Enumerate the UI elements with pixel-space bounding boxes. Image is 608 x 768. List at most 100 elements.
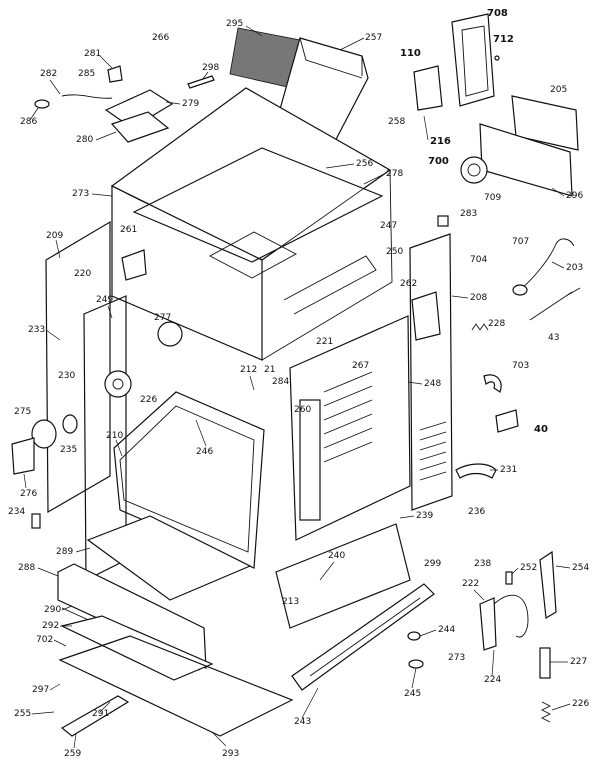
leader-254: [555, 565, 571, 569]
callout-227: 227: [570, 657, 587, 667]
callout-256: 256: [356, 159, 373, 169]
callout-712: 712: [493, 34, 514, 45]
leader-226b: [551, 703, 571, 711]
clip-703: [483, 374, 502, 393]
callout-281: 281: [84, 49, 101, 59]
callout-275: 275: [14, 407, 31, 417]
leader-259: [73, 733, 77, 749]
callout-709: 709: [484, 193, 501, 203]
callout-260: 260: [294, 405, 311, 415]
leader-255: [31, 711, 55, 715]
leader-291: [99, 701, 111, 713]
base-293: [58, 635, 294, 737]
callout-252: 252: [520, 563, 537, 573]
callout-280: 280: [76, 135, 93, 145]
leader-244: [419, 629, 437, 637]
callout-291: 291: [92, 709, 109, 719]
callout-259: 259: [64, 749, 81, 759]
left-side-panel-209: [45, 220, 111, 514]
callout-295: 295: [226, 19, 243, 29]
hinge-loop: [493, 594, 529, 638]
leader-212: [249, 375, 255, 391]
callout-220: 220: [74, 269, 91, 279]
callout-296: 296: [566, 191, 583, 201]
storage-240: [275, 523, 411, 629]
callout-40: 40: [534, 424, 548, 435]
callout-239: 239: [416, 511, 433, 521]
spring-226: [540, 701, 552, 723]
callout-243: 243: [294, 717, 311, 727]
plug-203: [512, 284, 528, 296]
callout-248: 248: [424, 379, 441, 389]
callout-245: 245: [404, 689, 421, 699]
rack-guides-267: [323, 371, 373, 463]
bracket-262: [411, 291, 441, 341]
callout-21: 21: [264, 365, 275, 375]
leader-239: [399, 515, 415, 519]
callout-110: 110: [400, 48, 421, 59]
leader-203: [551, 261, 565, 269]
hole-709: [460, 156, 488, 184]
leader-288: [37, 567, 59, 577]
callout-261: 261: [120, 225, 137, 235]
leader-243: [301, 687, 319, 719]
switch-box: [413, 65, 443, 111]
leader-208: [451, 295, 469, 299]
callout-244: 244: [438, 625, 455, 635]
callout-289: 289: [56, 547, 73, 557]
callout-234: 234: [8, 507, 25, 517]
rear-panel-205: [511, 95, 579, 151]
leader-289: [75, 547, 91, 553]
callout-286: 286: [20, 117, 37, 127]
callout-226: 226: [140, 395, 157, 405]
clip-252: [505, 571, 513, 585]
hinge-arm-254: [539, 550, 557, 619]
socket-235: [62, 414, 78, 434]
callout-labels: 295 257 708 712 281 266 298 110 282 285 …: [8, 8, 589, 759]
callout-228a: 228: [488, 319, 505, 329]
grommet-286: [34, 99, 50, 109]
rear-panel-296: [479, 123, 573, 197]
leader-297: [49, 683, 61, 691]
callout-707: 707: [512, 237, 529, 247]
callout-250: 250: [386, 247, 403, 257]
leader-290: [61, 605, 73, 611]
screw-298: [187, 75, 215, 89]
leader-257: [339, 37, 365, 51]
leader-276: [23, 473, 27, 489]
callout-209: 209: [46, 231, 63, 241]
callout-700: 700: [428, 156, 449, 167]
callout-290: 290: [44, 605, 61, 615]
clip-283: [437, 215, 449, 227]
hinge-bracket-222: [479, 597, 497, 651]
callout-299: 299: [424, 559, 441, 569]
callout-282: 282: [40, 69, 57, 79]
inner-wall-247: [283, 255, 377, 315]
callout-230: 230: [58, 371, 75, 381]
callout-285: 285: [78, 69, 95, 79]
callout-257: 257: [365, 33, 382, 43]
hinge-231: [455, 463, 497, 479]
callout-276: 276: [20, 489, 37, 499]
leader-293: [211, 731, 227, 747]
callout-258: 258: [388, 117, 405, 127]
hole-709-inner: [467, 163, 481, 177]
leader-278: [363, 173, 385, 185]
oven-cavity-246: [113, 391, 265, 569]
callout-238: 238: [474, 559, 491, 569]
callout-262: 262: [400, 279, 417, 289]
side-panel-louvers: [419, 421, 447, 481]
leader-252: [511, 567, 519, 575]
bulb-275: [31, 419, 57, 449]
callout-247: 247: [380, 221, 397, 231]
leader-222: [473, 589, 485, 601]
callout-704: 704: [470, 255, 487, 265]
callout-284: 284: [272, 377, 289, 387]
leader-245: [411, 667, 417, 689]
inner-wall-248: [289, 315, 411, 541]
callout-279: 279: [182, 99, 199, 109]
leader-209: [55, 239, 61, 259]
cabinet-right-side: [261, 169, 393, 361]
leader-lines: [23, 25, 571, 749]
flue-duct-edge: [299, 37, 363, 79]
